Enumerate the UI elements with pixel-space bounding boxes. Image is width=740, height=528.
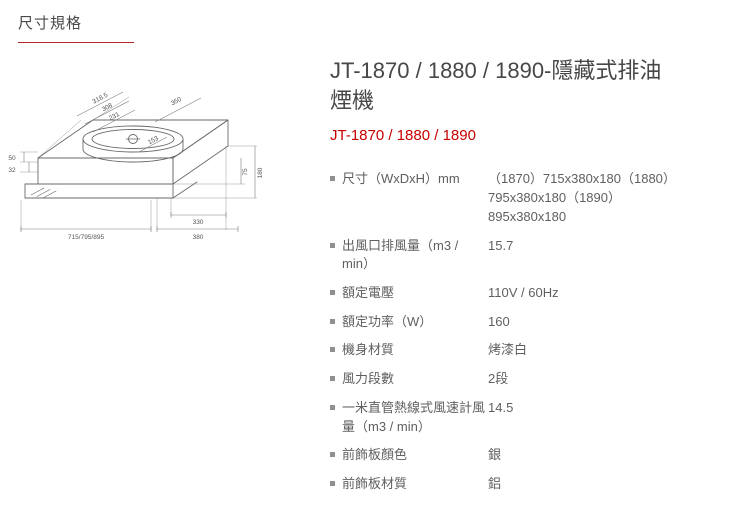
hood-technical-drawing: 318.5 308 231 350 153 50 32 75 180 330 3… <box>8 91 264 241</box>
dim-75-label: 75 <box>242 168 249 176</box>
dim-380-label: 380 <box>193 234 204 241</box>
dim-308-label: 308 <box>101 102 114 113</box>
dim-153-label: 153 <box>147 135 160 146</box>
spec-value: 鋁 <box>488 476 502 491</box>
square-bullet-icon <box>330 318 335 324</box>
spec-value: （1870）715x380x180（1880） 795x380x180（1890… <box>488 171 676 224</box>
spec-label: 出風口排風量（m3 / min） <box>342 237 459 272</box>
spec-row: 尺寸（WxDxH）mm （1870）715x380x180（1880） 795x… <box>330 165 730 231</box>
spec-value: 烤漆白 <box>488 342 528 358</box>
spec-row: 額定功率（W） 160 <box>330 308 730 337</box>
square-bullet-icon <box>330 289 335 295</box>
spec-value: 銀 <box>488 447 502 463</box>
spec-row: 額定電壓 110V / 60Hz <box>330 279 730 308</box>
dimension-labels: 318.5 308 231 350 153 50 32 75 180 330 3… <box>8 92 264 241</box>
spec-label: 風力段數 <box>342 371 395 387</box>
spec-list: 尺寸（WxDxH）mm （1870）715x380x180（1880） 795x… <box>330 165 730 498</box>
spec-value: 14.5 <box>488 399 514 415</box>
spec-row: 前飾板材質 鋁 <box>330 470 730 499</box>
dim-350-label: 350 <box>170 96 183 107</box>
dimension-lines <box>20 91 256 232</box>
spec-label: 額定電壓 <box>342 284 395 300</box>
spec-row: 風力段數 2段 <box>330 365 730 394</box>
dim-widths-label: 715/795/895 <box>68 234 105 241</box>
extension-lines <box>20 96 257 231</box>
spec-row: 一米直管熱線式風速計風量（m3 / min） 14.5 <box>330 394 730 441</box>
product-info: JT-1870 / 1880 / 1890-隱藏式排油煙機 JT-1870 / … <box>330 56 730 499</box>
square-bullet-icon <box>330 452 335 458</box>
product-title: JT-1870 / 1880 / 1890-隱藏式排油煙機 <box>330 58 662 113</box>
spec-row: 前飾板顏色 銀 <box>330 441 730 470</box>
spec-label: 一米直管熱線式風速計風量（m3 / min） <box>342 399 486 434</box>
spec-value: 160 <box>488 313 510 329</box>
spec-value: 110V / 60Hz <box>488 284 559 300</box>
dim-231-label: 231 <box>108 111 121 122</box>
square-bullet-icon <box>330 347 335 353</box>
spec-row: 出風口排風量（m3 / min） 15.7 <box>330 232 730 279</box>
dim-50-label: 50 <box>8 155 16 162</box>
square-bullet-icon <box>330 481 335 486</box>
spec-label: 前飾板材質 <box>342 476 408 491</box>
dimension-diagram: 318.5 308 231 350 153 50 32 75 180 330 3… <box>5 90 315 255</box>
square-bullet-icon <box>330 176 335 182</box>
product-model-numbers: JT-1870 / 1880 / 1890 <box>330 127 476 145</box>
square-bullet-icon <box>330 376 335 382</box>
spec-label: 額定功率（W） <box>342 313 433 329</box>
spec-label: 機身材質 <box>342 342 395 358</box>
dim-180-label: 180 <box>257 167 264 178</box>
spec-value: 2段 <box>488 371 509 387</box>
square-bullet-icon <box>330 404 335 410</box>
hood-body <box>24 119 229 199</box>
dim-32-label: 32 <box>8 167 16 174</box>
dim-330-label: 330 <box>193 219 204 226</box>
spec-row: 機身材質 烤漆白 <box>330 336 730 365</box>
spec-value: 15.7 <box>488 237 514 253</box>
spec-label: 尺寸（WxDxH）mm <box>342 171 460 187</box>
square-bullet-icon <box>330 242 335 248</box>
spec-label: 前飾板顏色 <box>342 447 408 463</box>
section-title: 尺寸規格 <box>18 12 135 43</box>
